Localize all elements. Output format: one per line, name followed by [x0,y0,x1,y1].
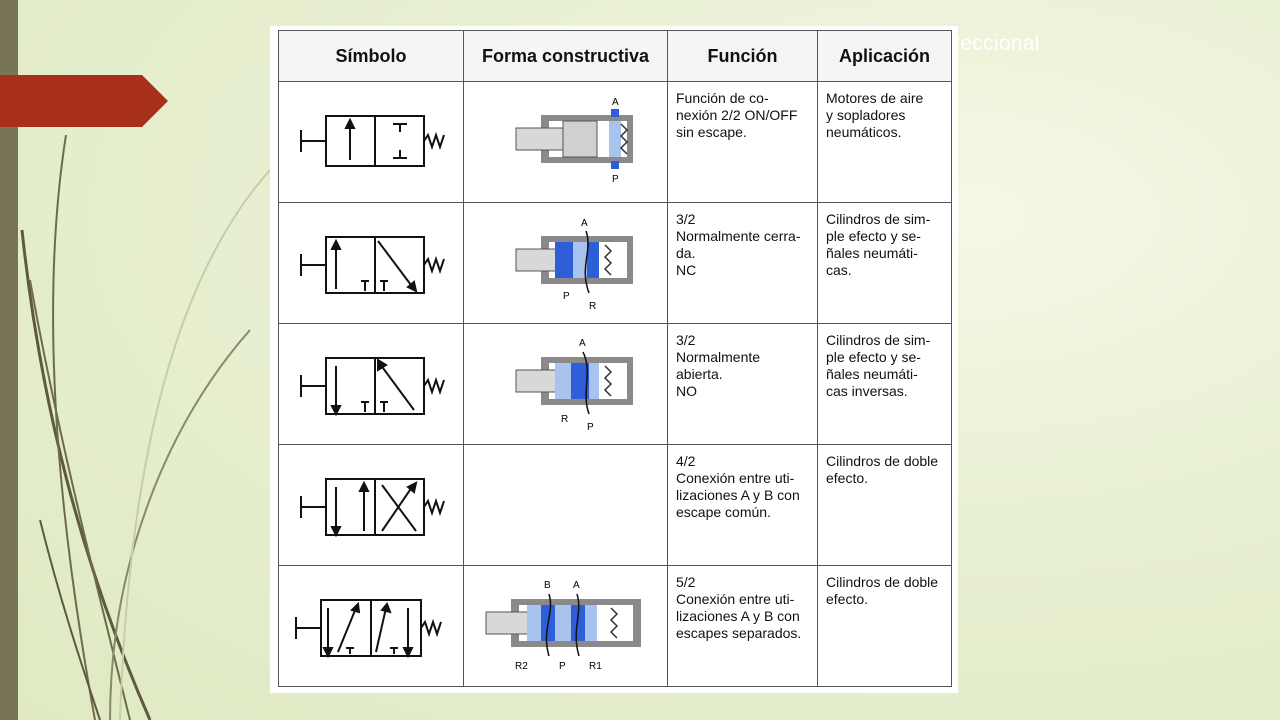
construction-cell: A P R [463,202,668,325]
symbol-cell [278,323,464,446]
aplicacion-cell: Cilindros de sim- ple efecto y se- ñales… [817,323,952,446]
port-label: P [587,422,594,432]
valve-symbol-3-2-no [300,356,445,416]
port-label: R1 [589,661,602,672]
symbol-cell [278,565,464,687]
funcion-cell: 3/2 Normalmente abierta. NO [667,323,818,446]
decorative-grass-strokes [20,134,271,720]
valve-symbol-4-2 [300,477,445,537]
aplicacion-cell: Cilindros de doble efecto. [817,444,952,567]
construction-cell: A R P [463,323,668,446]
table-header-row: Símbolo Forma constructiva Función Aplic… [278,29,952,83]
funcion-cell: 5/2 Conexión entre uti- lizaciones A y B… [667,565,818,687]
port-label: A [573,580,580,591]
aplicacion-cell: Cilindros de sim- ple efecto y se- ñales… [817,202,952,325]
left-decor-bar [0,0,18,720]
header-simbolo: Símbolo [278,29,464,83]
symbol-cell [278,202,464,325]
port-label: A [579,338,586,349]
symbol-cell [278,81,464,204]
construction-cell-empty [463,444,668,567]
port-label: B [544,580,551,591]
aplicacion-cell: Motores de aire y sopladores neumáticos. [817,81,952,204]
header-aplicacion: Aplicación [817,29,952,83]
valve-construction-2-2: A P [515,97,633,185]
valve-construction-3-2-nc: A P R [515,218,633,312]
valve-construction-5-2: B A R2 P R1 [485,580,641,672]
valve-table: Símbolo Forma constructiva Función Aplic… [278,29,952,687]
port-label: R2 [515,661,528,672]
port-label: P [612,174,619,185]
valve-symbol-5-2 [295,598,442,658]
table-row: A P Función de co- nexión 2/2 ON/OFF sin… [278,81,952,204]
funcion-cell: Función de co- nexión 2/2 ON/OFF sin esc… [667,81,818,204]
valve-symbol-2-2 [300,114,445,167]
construction-cell: B A R2 P R1 [463,565,668,687]
header-funcion: Función [667,29,818,83]
port-label: A [581,218,588,229]
valve-construction-3-2-no: A R P [515,338,633,433]
funcion-cell: 4/2 Conexión entre uti- lizaciones A y B… [667,444,818,567]
table-row: 4/2 Conexión entre uti- lizaciones A y B… [278,444,952,567]
port-label: P [559,661,566,672]
table-row: B A R2 P R1 5/2 Conexión entre uti- liza… [278,565,952,687]
table-row: A R P 3/2 Normalmente abierta. NO Cilind… [278,323,952,446]
accent-arrow-shape [0,75,168,127]
port-label: R [589,301,596,311]
symbol-cell [278,444,464,567]
port-label: A [612,97,619,108]
valve-table-image: Símbolo Forma constructiva Función Aplic… [270,26,958,693]
header-forma-constructiva: Forma constructiva [463,29,668,83]
funcion-cell: 3/2 Normalmente cerra- da. NC [667,202,818,325]
construction-cell: A P [463,81,668,204]
port-label: R [561,414,568,425]
aplicacion-cell: Cilindros de doble efecto. [817,565,952,687]
valve-symbol-3-2-nc [300,235,445,294]
port-label: P [563,291,570,302]
slide-title-fragment: reccional [953,32,1040,55]
table-row: A P R 3/2 Normalmente cerra- da. NC Cili… [278,202,952,325]
